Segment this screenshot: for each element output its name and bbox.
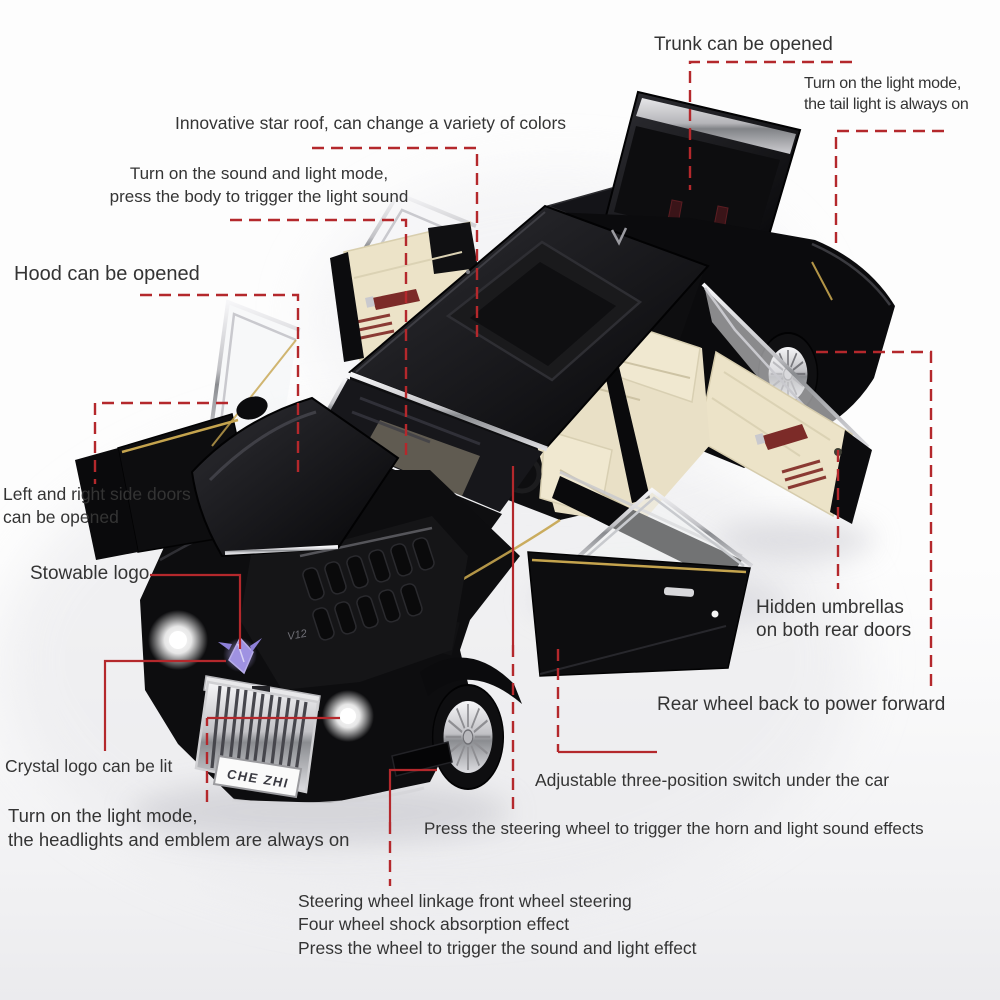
v12-engine bbox=[302, 537, 435, 641]
callout-tail-light-line2: the tail light is always on bbox=[804, 96, 969, 113]
callout-side-doors-line1: Left and right side doors bbox=[3, 484, 191, 504]
callout-line-hood bbox=[140, 293, 300, 475]
callout-trunk: Trunk can be opened bbox=[654, 34, 833, 55]
callout-line-sidedoors bbox=[93, 401, 228, 484]
callout-crystal-logo: Crystal logo can be lit bbox=[5, 756, 173, 776]
front-lighting bbox=[148, 610, 453, 806]
callout-line-trunk bbox=[688, 60, 852, 190]
callout-rear-wheel: Rear wheel back to power forward bbox=[657, 694, 946, 715]
callout-headlights-line2: the headlights and emblem are always on bbox=[8, 828, 350, 850]
callout-sound-light: Turn on the sound and light mode, press … bbox=[85, 162, 433, 208]
b-pillar bbox=[600, 350, 650, 503]
front-wheel bbox=[420, 618, 522, 790]
engine-bay: V12 bbox=[240, 516, 468, 690]
callout-hidden-umbrellas-line1: Hidden umbrellas bbox=[756, 597, 904, 618]
callout-line-rearwheel bbox=[816, 350, 933, 686]
callout-lines bbox=[93, 60, 944, 886]
callout-steering-linkage: Steering wheel linkage front wheel steer… bbox=[298, 890, 697, 960]
callout-line-soundlight bbox=[230, 218, 408, 455]
side-mirror bbox=[236, 396, 268, 420]
engine-marking: V12 bbox=[286, 628, 307, 643]
callout-line-linkage-solid bbox=[388, 768, 437, 822]
front-right-door bbox=[527, 487, 754, 677]
callout-line-taillight bbox=[834, 129, 944, 243]
callout-side-doors-line2: can be opened bbox=[3, 507, 119, 527]
callout-steering-linkage-line3: Press the wheel to trigger the sound and… bbox=[298, 937, 697, 958]
callout-press-steering: Press the steering wheel to trigger the … bbox=[424, 819, 924, 838]
door-handle bbox=[663, 587, 695, 597]
callout-line-stowable bbox=[150, 573, 242, 649]
callout-steering-linkage-line2: Four wheel shock absorption effect bbox=[298, 914, 570, 935]
callout-line-starroof bbox=[312, 146, 479, 340]
roof bbox=[348, 204, 710, 452]
callout-headlights-line1: Turn on the light mode, bbox=[8, 805, 198, 826]
callout-steering-linkage-line1: Steering wheel linkage front wheel steer… bbox=[298, 891, 632, 911]
callout-side-doors: Left and right side doors can be opened bbox=[3, 483, 191, 529]
callout-tail-light: Turn on the light mode, the tail light i… bbox=[804, 73, 969, 115]
callout-line-crystal bbox=[103, 659, 226, 751]
crystal-logo bbox=[218, 636, 262, 675]
callout-adjustable-switch: Adjustable three-position switch under t… bbox=[535, 770, 890, 790]
hood bbox=[190, 396, 400, 558]
roof-emblem bbox=[610, 227, 628, 246]
callout-tail-light-line1: Turn on the light mode, bbox=[804, 75, 962, 92]
callout-hood: Hood can be opened bbox=[14, 263, 200, 285]
callout-stowable-logo: Stowable logo bbox=[30, 563, 150, 584]
license-plate: CHE ZHI bbox=[212, 754, 303, 799]
callout-headlights: Turn on the light mode, the headlights a… bbox=[8, 804, 349, 851]
rear-right-door bbox=[697, 282, 872, 524]
callout-hidden-umbrellas-line2: on both rear doors bbox=[756, 619, 912, 641]
callout-sound-light-line2: press the body to trigger the light soun… bbox=[109, 187, 409, 206]
callout-star-roof: Innovative star roof, can change a varie… bbox=[175, 113, 567, 133]
callout-hidden-umbrellas: Hidden umbrellas on both rear doors bbox=[756, 597, 911, 642]
callout-sound-light-line1: Turn on the sound and light mode, bbox=[129, 164, 389, 183]
